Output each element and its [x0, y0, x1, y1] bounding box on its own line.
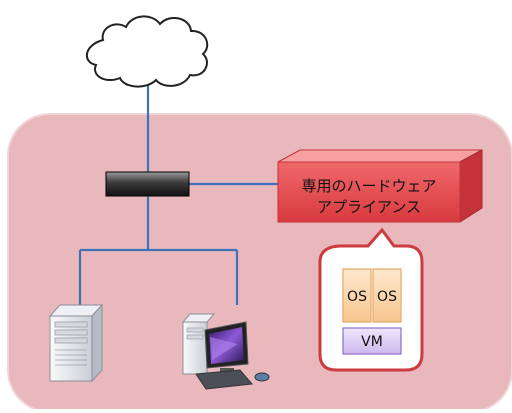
vm-label: VM: [361, 334, 383, 350]
appliance-label-line1: 専用のハードウェア: [301, 177, 436, 195]
tower-server-icon: [48, 303, 104, 383]
os-block-right: [372, 268, 402, 323]
network-switch-icon: [105, 171, 190, 197]
vm-block: [342, 327, 402, 355]
os-right-label: OS: [377, 289, 397, 305]
network-links: [78, 86, 278, 305]
appliance-top: [277, 149, 483, 163]
vm-stack: OS OS VM: [342, 268, 402, 355]
appliance-front: [277, 161, 461, 223]
desktop-computer-icon: [181, 313, 270, 390]
cloud-icon: [86, 15, 209, 88]
appliance-label-line2: アプライアンス: [317, 198, 421, 216]
os-left-label: OS: [347, 289, 367, 305]
hardware-appliance: 専用のハードウェア アプライアンス: [277, 149, 483, 223]
os-block-left: [342, 268, 372, 323]
